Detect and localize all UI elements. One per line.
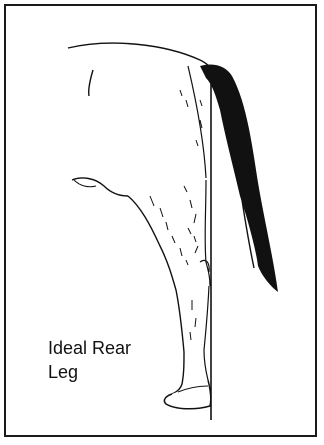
pastern-back (204, 350, 208, 380)
shading-strokes (150, 90, 202, 340)
hip-stroke (89, 70, 93, 96)
rump-outline (68, 43, 213, 76)
stifle-shadow (74, 180, 96, 187)
caption-line-2: Leg (48, 360, 168, 384)
hoof (164, 380, 210, 409)
fetlock (172, 352, 184, 394)
buttock-curve (188, 66, 206, 178)
figure-caption: Ideal Rear Leg (48, 336, 168, 384)
cannon-back (204, 286, 209, 350)
caption-line-1: Ideal Rear (48, 336, 168, 360)
stifle-outline (72, 178, 128, 196)
cannon-front (176, 290, 184, 352)
gaskin-front (128, 196, 176, 290)
